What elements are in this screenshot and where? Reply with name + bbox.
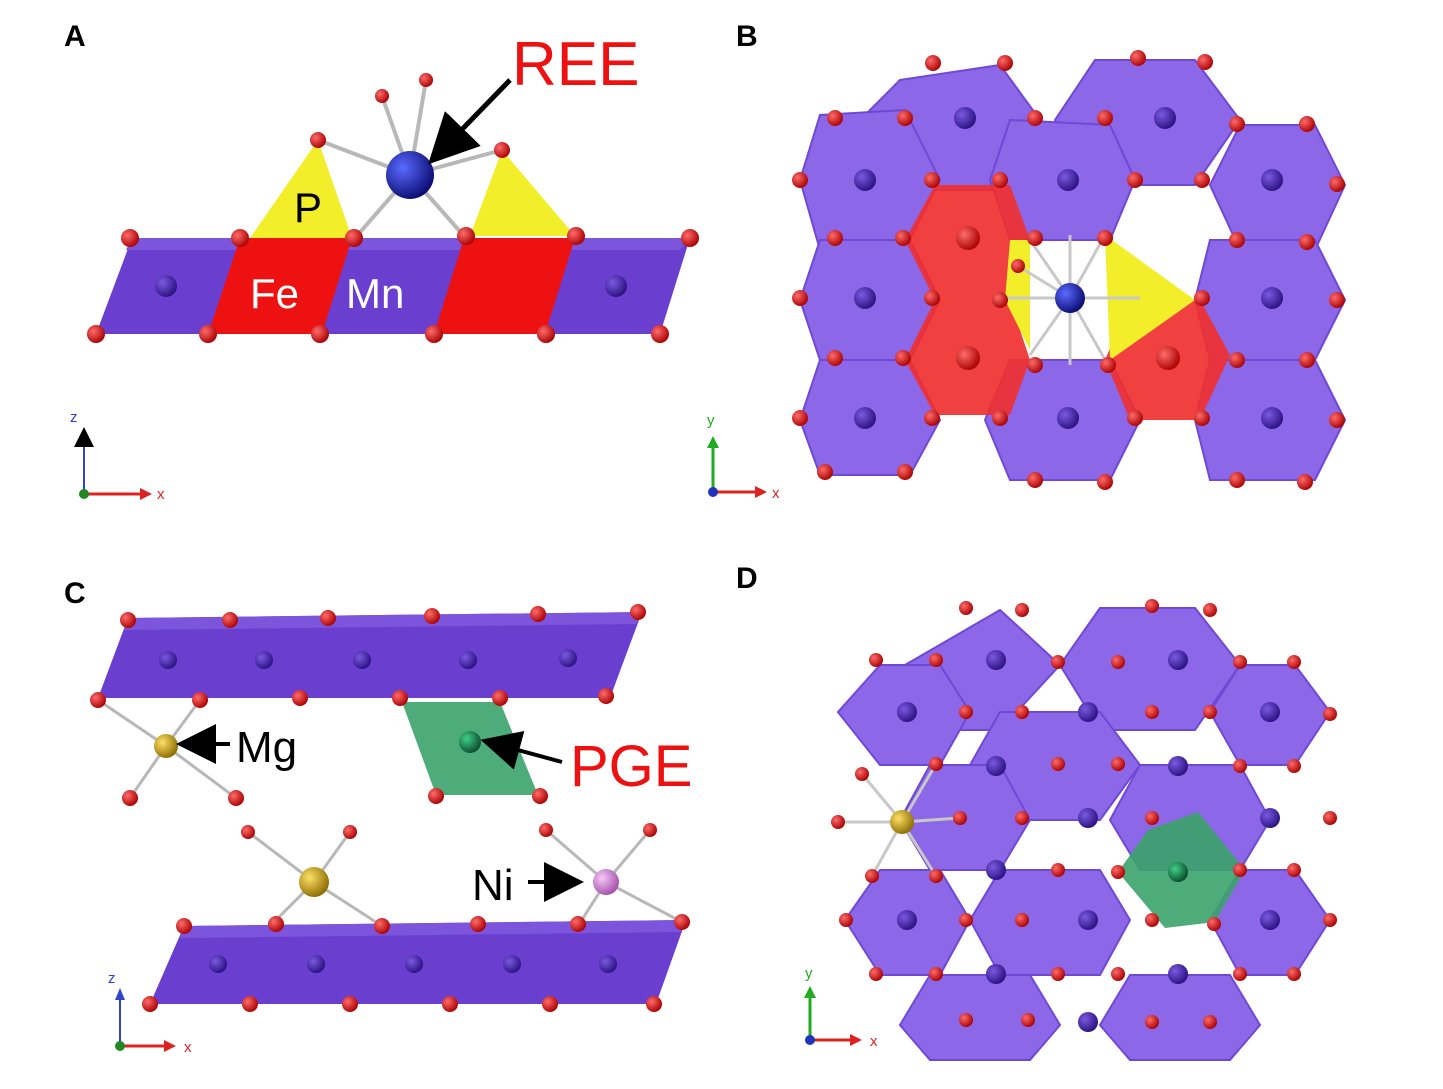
pge-arrow xyxy=(480,731,563,770)
p-tetrahedron-left xyxy=(250,140,352,238)
oxygen-atom xyxy=(425,325,443,343)
axis-label-x: x xyxy=(772,485,780,502)
oxygen-atom xyxy=(121,229,139,247)
panel-b: y x xyxy=(707,50,1347,502)
pge-atom xyxy=(459,731,481,753)
mn-atoms-b xyxy=(854,107,1283,429)
pge-label: PGE xyxy=(570,734,693,799)
fe-octahedron-left xyxy=(208,238,352,334)
fe-octahedron-right xyxy=(434,238,575,334)
mn-octahedra-d xyxy=(836,607,1332,1061)
mg-atom xyxy=(299,867,329,897)
oxygen-atom xyxy=(345,229,363,247)
oxygen-atom xyxy=(419,73,433,87)
mn-atom xyxy=(155,275,177,297)
p-tetrahedron-right xyxy=(470,150,575,236)
fe-atom xyxy=(1156,346,1180,370)
axis-label-y: y xyxy=(805,965,813,982)
panel-letter-b: B xyxy=(736,20,758,53)
fe-atom xyxy=(956,346,980,370)
mn-label: Mn xyxy=(346,270,404,317)
panel-letter-d: D xyxy=(736,562,758,595)
oxygen-atom xyxy=(231,229,249,247)
oxygen-atom xyxy=(494,142,510,158)
oxygen-atom xyxy=(310,132,326,148)
ree-arrow xyxy=(428,78,512,165)
mn-layer-a-top xyxy=(126,238,690,250)
oxygen-atom xyxy=(87,325,105,343)
p-tetrahedron-b-2 xyxy=(1105,235,1195,360)
ree-atom xyxy=(386,151,434,199)
oxygen-atoms-d xyxy=(831,599,1337,1029)
mn-layer-c-upper-top xyxy=(124,612,642,630)
mg-label: Mg xyxy=(236,723,297,772)
fe-atom xyxy=(956,226,980,250)
ree-atom-b xyxy=(1055,283,1085,313)
mn-layer-c-upper xyxy=(98,612,642,698)
axis-label-z: z xyxy=(70,409,78,426)
axis-indicator-b: y x xyxy=(707,412,780,502)
axis-indicator-a: z x xyxy=(70,409,165,503)
panel-c: Mg PGE Ni z x xyxy=(90,604,693,1056)
mn-atoms-d xyxy=(897,650,1280,1032)
ni-atom xyxy=(593,869,619,895)
oxygen-atom xyxy=(567,227,585,245)
panel-d: y x xyxy=(804,599,1337,1061)
oxygen-atom xyxy=(537,325,555,343)
p-label: P xyxy=(294,184,322,231)
fe-label: Fe xyxy=(250,270,299,317)
mn-layer-c-lower-top xyxy=(180,920,686,938)
oxygen-atoms-a xyxy=(87,73,699,343)
panel-letter-a: A xyxy=(64,20,86,53)
mn-atoms-c xyxy=(159,649,617,973)
oxygen-atom xyxy=(651,325,669,343)
axis-indicator-d: y x xyxy=(804,965,878,1050)
pge-atom-d xyxy=(1168,862,1188,882)
axis-indicator-c: z x xyxy=(108,970,192,1056)
axis-label-x: x xyxy=(157,486,165,503)
mn-atom xyxy=(605,275,627,297)
axis-label-x: x xyxy=(870,1033,878,1050)
mg-atom-d xyxy=(890,810,914,834)
ree-label: REE xyxy=(512,30,639,99)
oxygen-atom xyxy=(457,227,475,245)
oxygen-atom xyxy=(681,229,699,247)
panel-a: REE P Fe Mn z x xyxy=(70,30,699,503)
oxygen-atom xyxy=(375,89,389,103)
oxygen-atom xyxy=(199,325,217,343)
oxygen-atom xyxy=(311,325,329,343)
ni-label: Ni xyxy=(472,861,514,910)
panel-letter-c: C xyxy=(64,577,86,610)
axis-label-y: y xyxy=(707,412,715,429)
oxygen-atoms-c xyxy=(90,604,690,1012)
mg-atom xyxy=(154,734,178,758)
axis-label-z: z xyxy=(108,970,116,987)
axis-label-x: x xyxy=(184,1039,192,1056)
oxygen-atoms-b xyxy=(792,50,1345,490)
